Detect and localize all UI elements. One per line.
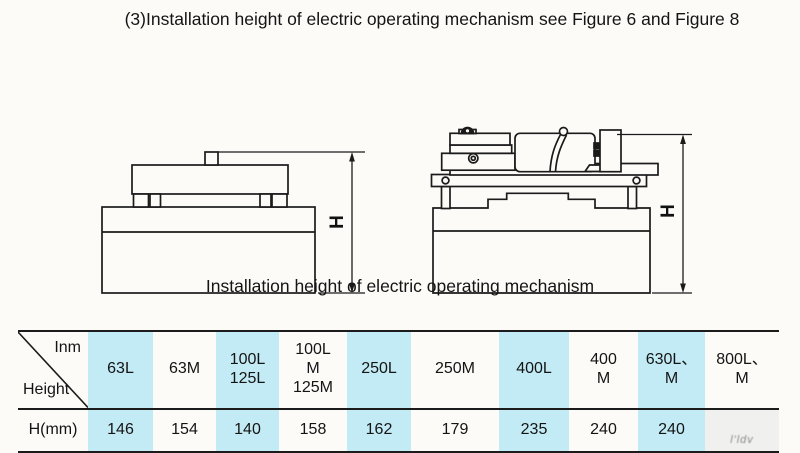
corner-label-height: Height bbox=[23, 380, 70, 398]
motor-mechanism bbox=[430, 126, 659, 188]
height-dimension bbox=[217, 151, 365, 294]
table-corner-cell: Inm Height bbox=[18, 331, 88, 410]
installation-height-table: Inm Height 63L 63M 100L 125L 100L M 125M… bbox=[18, 330, 779, 453]
value-400l: 235 bbox=[499, 408, 569, 452]
value-250l: 162 bbox=[347, 408, 411, 452]
height-dimension-label: H bbox=[327, 215, 348, 229]
table-header-row: Inm Height 63L 63M 100L 125L 100L M 125M… bbox=[18, 331, 779, 410]
figure-6-drawing: H bbox=[101, 151, 365, 294]
watermark: l'ldv bbox=[730, 434, 754, 446]
page-title: (3)Installation height of electric opera… bbox=[124, 9, 740, 29]
value-630lm: 240 bbox=[638, 408, 705, 452]
value-100lm-125m: 158 bbox=[299, 420, 327, 438]
value-63m: 154 bbox=[171, 420, 198, 438]
value-800lm: l'ldv bbox=[705, 408, 779, 452]
column-header-250m: 250M bbox=[411, 331, 499, 410]
row-header-hmm: H(mm) bbox=[28, 420, 78, 438]
table-title: Installation height of electric operatin… bbox=[205, 276, 595, 296]
column-header-250l: 250L bbox=[347, 331, 411, 410]
value-250m: 179 bbox=[441, 420, 469, 438]
diagonal-divider bbox=[18, 332, 88, 408]
figures-row: H bbox=[0, 55, 800, 294]
value-63l: 146 bbox=[88, 408, 153, 452]
height-dimension bbox=[617, 133, 692, 294]
column-header-100l-125l: 100L 125L bbox=[216, 331, 279, 410]
column-header-63m: 63M bbox=[153, 331, 216, 410]
corner-label-inm: Inm bbox=[54, 339, 81, 356]
value-400m: 240 bbox=[590, 420, 617, 438]
column-header-100lm-125m: 100L M 125M bbox=[279, 331, 347, 410]
value-100l-125l: 140 bbox=[216, 408, 279, 452]
breaker-outline bbox=[432, 185, 651, 294]
column-header-800lm: 800L、 M bbox=[705, 331, 779, 410]
table-value-row: H(mm) 146 154 140 158 162 179 235 240 24… bbox=[18, 408, 779, 452]
breaker-outline bbox=[101, 151, 316, 294]
column-header-400m: 400 M bbox=[569, 331, 638, 410]
figure-8-drawing: H bbox=[430, 126, 692, 294]
column-header-400l: 400L bbox=[499, 331, 569, 410]
column-header-630lm: 630L、 M bbox=[638, 331, 705, 410]
height-dimension-label: H bbox=[658, 204, 679, 218]
column-header-63l: 63L bbox=[88, 331, 153, 410]
